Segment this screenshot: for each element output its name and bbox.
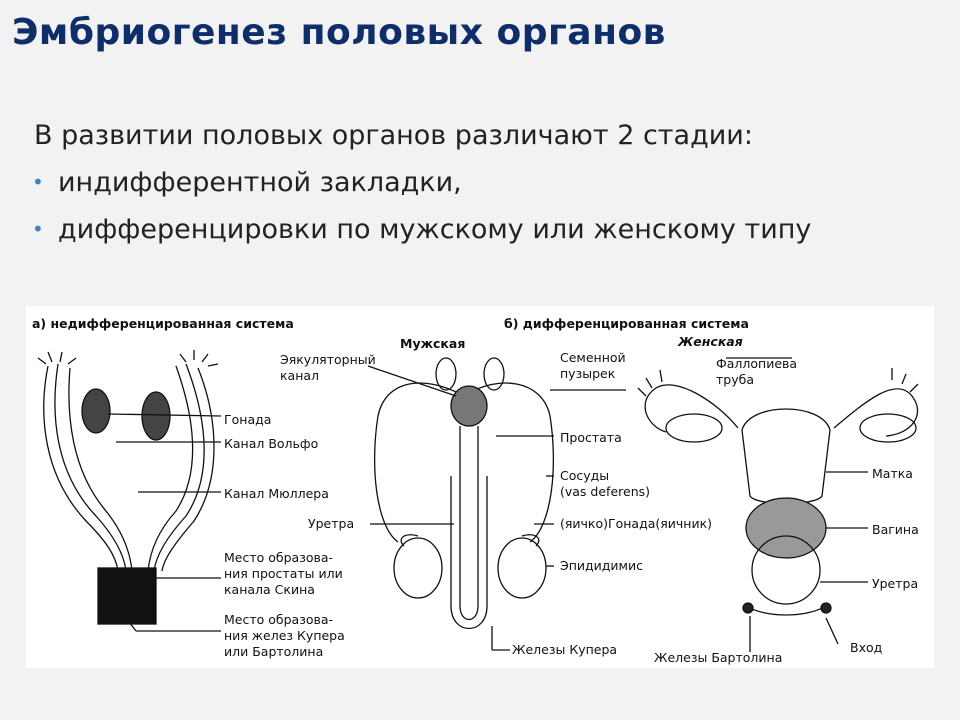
label-prostate-site: канала Скина xyxy=(224,582,315,597)
label-seminal-vesicle: пузырек xyxy=(560,366,616,381)
label-seminal-vesicle: Семенной xyxy=(560,350,626,365)
label-gland-site: Место образова- xyxy=(224,612,334,627)
panel-b-title: б) дифференцированная система xyxy=(504,316,749,331)
label-ejaculatory-duct: канал xyxy=(280,368,320,383)
label-gonad: Гонада xyxy=(224,412,272,427)
label-gland-site: или Бартолина xyxy=(224,644,324,659)
label-entrance: Вход xyxy=(850,640,883,655)
undifferentiated-system-drawing xyxy=(37,350,222,632)
anatomy-figure: а) недифференцированная система Гонада К… xyxy=(26,306,934,668)
label-fallopian-tube: труба xyxy=(716,372,754,387)
female-heading: Женская xyxy=(678,334,743,349)
slide-title: Эмбриогенез половых органов xyxy=(12,12,666,53)
bullet-item: • индифферентной закладки, xyxy=(30,166,930,199)
label-prostate-site: Место образова- xyxy=(224,550,334,565)
label-fallopian-tube: Фаллопиева xyxy=(716,356,798,371)
female-system-drawing xyxy=(637,357,919,652)
bullet-list: • индифферентной закладки, • дифференцир… xyxy=(30,166,930,260)
label-wolff-duct: Канал Вольфо xyxy=(224,436,319,451)
label-muller-duct: Канал Мюллера xyxy=(224,486,329,501)
panel-a-title: а) недифференцированная система xyxy=(32,316,294,331)
label-bartholin-glands: Железы Бартолина xyxy=(654,650,783,665)
male-system-drawing xyxy=(367,357,626,651)
label-cowper-glands: Железы Купера xyxy=(512,642,618,657)
label-prostate-site: ния простаты или xyxy=(224,566,343,581)
anatomy-drawing xyxy=(37,350,919,652)
male-heading: Мужская xyxy=(400,336,466,351)
bullet-dot-icon: • xyxy=(32,170,44,194)
label-prostate: Простата xyxy=(560,430,622,445)
bullet-item: • дифференцировки по мужскому или женско… xyxy=(30,213,930,246)
label-epididymis: Эпидидимис xyxy=(560,558,643,573)
label-female-urethra: Уретра xyxy=(872,576,919,591)
label-gland-site: ния желез Купера xyxy=(224,628,345,643)
bullet-dot-icon: • xyxy=(32,217,44,241)
bullet-text: индифферентной закладки, xyxy=(58,167,462,198)
label-ejaculatory-duct: Эякуляторный xyxy=(280,352,376,367)
label-uterus: Матка xyxy=(872,466,913,481)
label-vessels: Сосуды xyxy=(560,468,610,483)
label-vagina: Вагина xyxy=(872,522,919,537)
intro-text: В развитии половых органов различают 2 с… xyxy=(34,120,753,151)
label-male-urethra: Уретра xyxy=(308,516,355,531)
bullet-text: дифференцировки по мужскому или женскому… xyxy=(58,214,812,245)
label-vessels: (vas deferens) xyxy=(560,484,651,499)
label-testis-ovary: (яичко)Гонада(яичник) xyxy=(560,516,713,531)
